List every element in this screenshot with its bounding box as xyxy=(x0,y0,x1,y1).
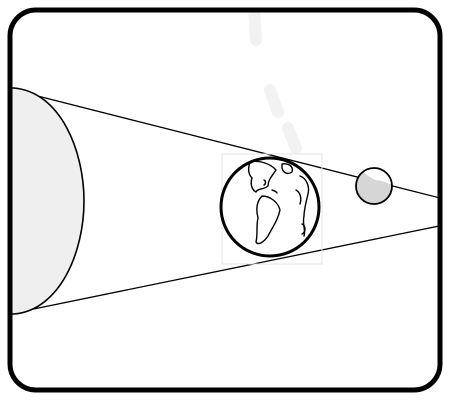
moon xyxy=(356,168,392,204)
earth xyxy=(221,158,319,256)
